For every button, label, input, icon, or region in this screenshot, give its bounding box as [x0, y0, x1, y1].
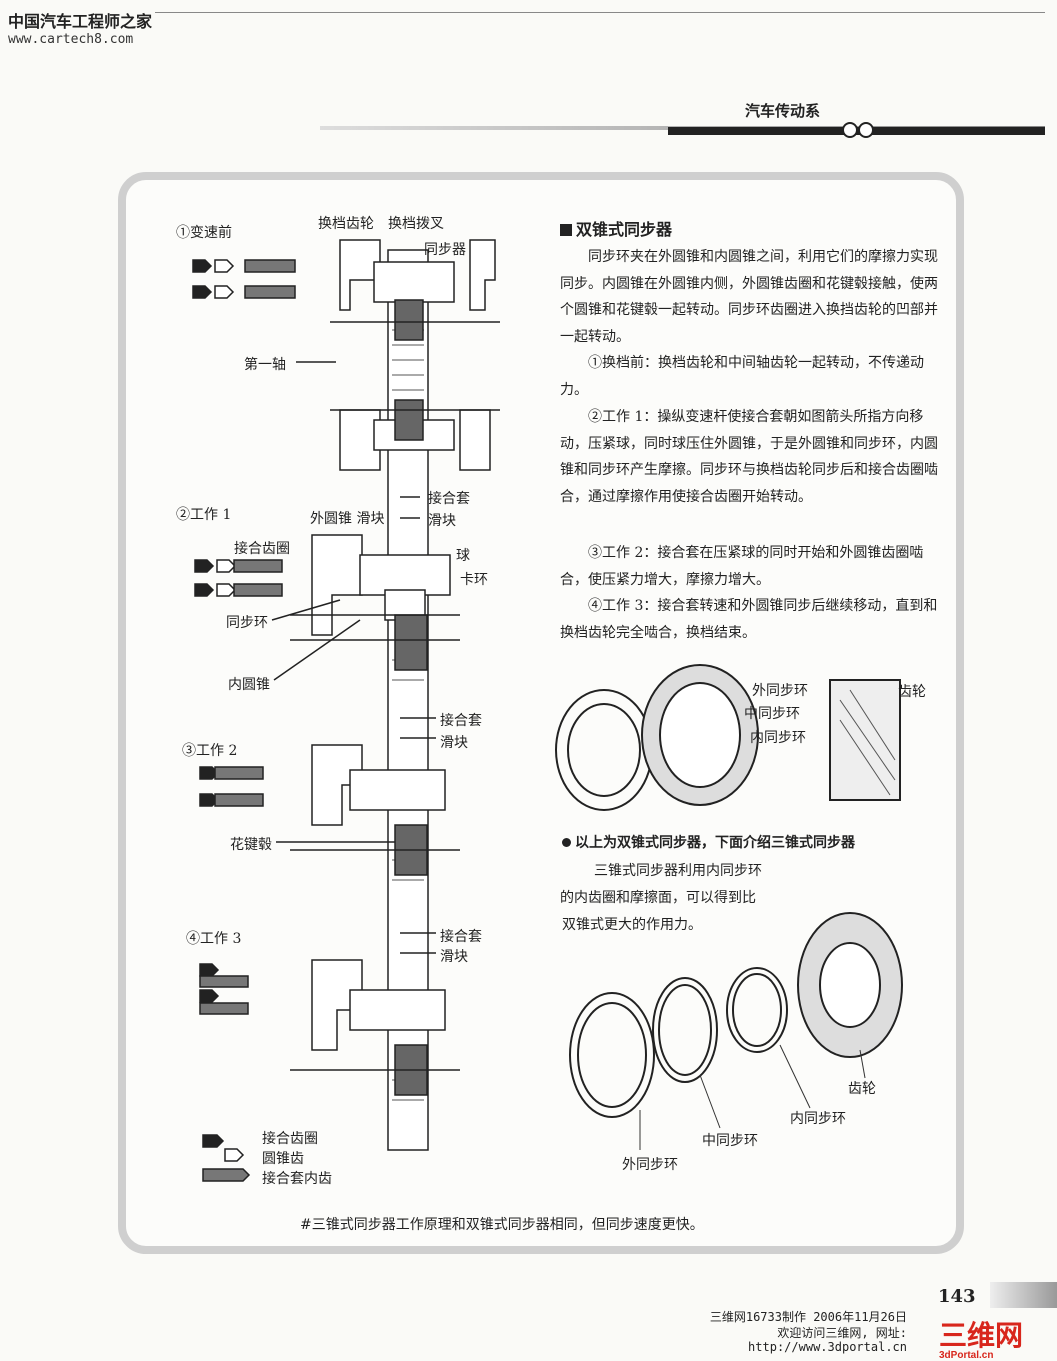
stage2-label: ②工作 1 [176, 507, 232, 523]
legend-icons [202, 1134, 251, 1182]
credit-url[interactable]: http://www.3dportal.cn [748, 1340, 907, 1354]
stage1-label: ①变速前 [176, 225, 232, 241]
triple-line-2: 的内齿圈和摩擦面，可以得到比 [560, 890, 756, 906]
sync-ring-label: 同步环 [226, 615, 268, 631]
header-dot [858, 122, 874, 138]
credit-line-1: 三维网16733制作 2006年11月26日 [709, 1310, 907, 1324]
bullet-icon [562, 838, 571, 847]
legend-cone-teeth: 圆锥齿 [262, 1151, 304, 1167]
brand-logo-sub: 3dPortal.cn [939, 1350, 993, 1361]
inner-cone-label: 内圆锥 [228, 677, 270, 693]
stage4-label: ④工作 3 [186, 931, 242, 947]
state-icons-4 [199, 963, 249, 1015]
engaging-ring-label: 接合齿圈 [234, 541, 290, 557]
outer-ring-label: 外同步环 [752, 683, 808, 699]
triple-cone-photo [569, 912, 903, 1150]
triple-inner-ring-label: 内同步环 [790, 1111, 846, 1127]
shift-gear-label: 换档齿轮 [318, 216, 374, 232]
state-icons-3 [199, 766, 264, 807]
double-cone-photo [555, 664, 901, 811]
brand-logo-text: 三维网 [939, 1320, 1023, 1351]
triple-line-1: 三锥式同步器利用内同步环 [594, 863, 762, 879]
first-shaft-label: 第一轴 [244, 357, 286, 373]
sleeve-label-3: 接合套 [440, 929, 482, 945]
site-url[interactable]: www.cartech8.com [8, 32, 134, 47]
shift-fork-label: 换档拨叉 [388, 216, 444, 232]
brand-logo: 三维网 3dPortal.cn [939, 1320, 1023, 1361]
header-dot [842, 122, 858, 138]
step4-paragraph: ④工作 3：接合套转速和外圆锥同步后继续移动，直到和换档齿轮完全啮合，换档结束。 [560, 598, 938, 641]
ball-label: 球 [456, 548, 470, 564]
section-heading: 双锥式同步器 [560, 216, 672, 240]
step1-paragraph: ①换档前：换档齿轮和中间轴齿轮一起转动，不传递动力。 [560, 355, 924, 398]
transition-note: 以上为双锥式同步器，下面介绍三锥式同步器 [562, 832, 855, 852]
snap-ring-label: 卡环 [460, 572, 488, 588]
state-icons-2 [194, 559, 283, 597]
intro-paragraph: 同步环夹在外圆锥和内圆锥之间，利用它们的摩擦力实现同步。内圆锥在外圆锥内侧，外圆… [560, 249, 938, 345]
state-icons-1 [192, 259, 296, 299]
site-title: 中国汽车工程师之家 [8, 12, 153, 31]
content-frame [118, 172, 964, 1254]
square-bullet-icon [560, 224, 572, 236]
slider-label-2: 滑块 [440, 735, 468, 751]
inner-ring-label: 内同步环 [750, 730, 806, 746]
top-rule [155, 12, 1045, 13]
slider-label: 滑块 [428, 513, 456, 529]
triple-gear-label: 齿轮 [848, 1081, 876, 1097]
middle-ring-label: 中同步环 [744, 706, 800, 722]
gear-label: 齿轮 [898, 684, 926, 700]
spline-hub-label: 花键毂 [230, 837, 272, 853]
stage3-label: ③工作 2 [182, 743, 238, 759]
footnote: #三锥式同步器工作原理和双锥式同步器相同，但同步速度更快。 [300, 1217, 704, 1233]
step3-paragraph: ③工作 2：接合套在压紧球的同时开始和外圆锥齿圈啮合，使压紧力增大，摩擦力增大。 [560, 545, 924, 588]
synchronizer-label: 同步器 [424, 242, 466, 258]
section-title: 汽车传动系 [745, 102, 821, 120]
triple-middle-ring-label: 中同步环 [702, 1133, 758, 1149]
triple-line-3: 双锥式更大的作用力。 [562, 917, 702, 933]
page-number: 143 [938, 1286, 976, 1307]
sleeve-label: 接合套 [428, 491, 470, 507]
page-number-bar [990, 1282, 1057, 1308]
triple-outer-ring-label: 外同步环 [622, 1157, 678, 1173]
legend-sleeve-teeth: 接合套内齿 [262, 1171, 332, 1187]
sleeve-label-2: 接合套 [440, 713, 482, 729]
credit-line-2: 欢迎访问三维网, 网址: [777, 1326, 907, 1340]
outer-cone-slider-label: 外圆锥 滑块 [310, 511, 385, 527]
slider-label-3: 滑块 [440, 949, 468, 965]
legend-engaging-ring: 接合齿圈 [262, 1131, 318, 1147]
step2-paragraph: ②工作 1：操纵变速杆使接合套朝如图箭头所指方向移动，压紧球，同时球压住外圆锥，… [560, 409, 938, 505]
